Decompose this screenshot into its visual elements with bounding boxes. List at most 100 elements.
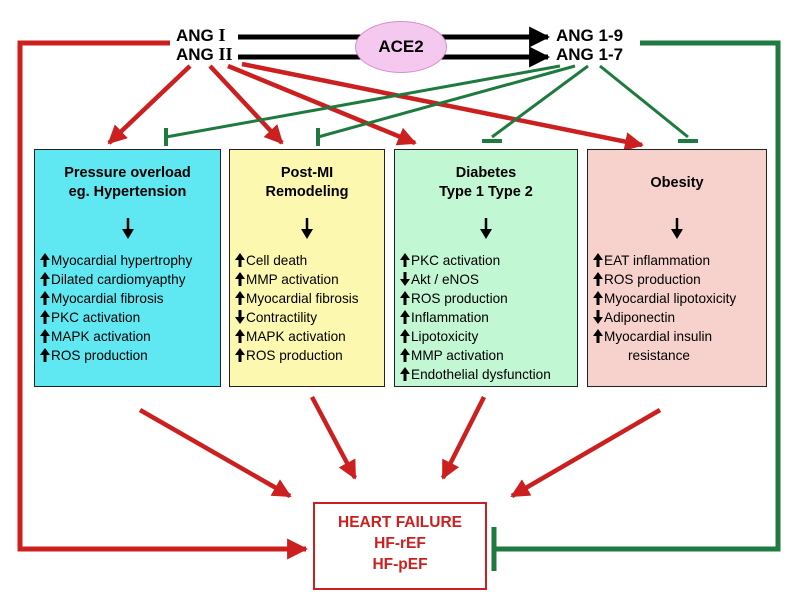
up-arrow-icon [400,346,411,365]
box-postmi-title-line1: Post-MI [280,165,334,181]
up-arrow-icon [400,289,411,308]
green-inhibit-diabetes [491,64,589,139]
red-arrow-to-pressure [107,64,192,145]
red-loop-ang-to-heart-failure [17,40,309,560]
item-text: MAPK activation [246,329,346,344]
list-item: Adiponectin [593,308,764,327]
up-arrow-icon [593,289,604,308]
item-text: Myocardial fibrosis [246,291,359,306]
item-text: MAPK activation [51,329,151,344]
ace2-label: ACE2 [378,37,424,56]
list-item: Dilated cardiomyapthy [40,270,218,289]
box-obesity-title-line1: Obesity [650,175,704,191]
red-arrow-postmi-to-hf [310,395,357,480]
up-arrow-icon [235,270,246,289]
up-arrow-icon [400,308,411,327]
up-arrow-icon [400,327,411,346]
list-item: Cell death [235,251,382,270]
ang17-label: ANG 1-7 [556,45,624,64]
up-arrow-icon [40,327,51,346]
green-inhibit-postmi [317,64,576,139]
ang2-numeral: II [218,44,233,64]
up-arrow-icon [593,327,604,346]
list-item: Myocardial insulin [593,327,764,346]
box-diabetes-items: PKC activation Akt / eNOS ROS production… [400,251,575,384]
green-inhibit-obesity [599,64,689,139]
up-arrow-icon [40,251,51,270]
heart-failure-box: HEART FAILURE HF-rEF HF-pEF [313,502,487,590]
down-arrow-icon [671,218,683,239]
box-diabetes-types: Type 1 Type 2 [395,183,577,202]
item-text: PKC activation [51,310,141,325]
up-arrow-icon [235,289,246,308]
ang2-prefix: ANG [176,45,219,64]
down-arrow-icon [121,218,134,239]
item-text: Akt / eNOS [411,272,479,287]
item-text: Contractility [246,310,318,325]
heart-failure-hfpef: HF-pEF [372,556,428,573]
list-item: Endothelial dysfunction [400,365,575,384]
box-obesity-items: EAT inflammation ROS production Myocardi… [593,251,764,365]
box-post-mi-remodeling: Post-MI Remodeling Cell death MMP activa… [229,149,385,387]
list-item: ROS production [235,346,382,365]
list-item: Myocardial hypertrophy [40,251,218,270]
ang1-numeral: I [218,25,226,45]
up-arrow-icon [593,270,604,289]
up-arrow-icon [235,327,246,346]
item-text: EAT inflammation [604,253,711,268]
item-text: MMP activation [411,348,504,363]
item-text: Myocardial lipotoxicity [604,291,737,306]
item-text: Myocardial hypertrophy [51,253,193,268]
item-text: resistance [628,348,690,363]
red-arrow-pressure-to-hf [138,408,292,498]
diabetes-type-1: Type 1 [439,184,484,200]
down-arrow-icon [400,270,411,289]
list-item: ROS production [400,289,575,308]
up-arrow-icon [400,251,411,270]
list-item: Myocardial fibrosis [40,289,218,308]
up-arrow-icon [400,365,411,384]
red-arrow-to-obesity [241,61,644,151]
heart-failure-hfref: HF-rEF [374,535,426,552]
item-text: ROS production [411,291,508,306]
up-arrow-icon [593,251,604,270]
item-text: ROS production [604,272,701,287]
up-arrow-icon [40,270,51,289]
item-text: MMP activation [246,272,339,287]
down-arrow-icon [593,308,604,327]
item-text: Cell death [246,253,308,268]
box-pressure-items: Myocardial hypertrophy Dilated cardiomya… [40,251,218,365]
item-text: Endothelial dysfunction [411,367,551,382]
red-arrow-diabetes-to-hf [440,395,487,480]
list-item: Myocardial lipotoxicity [593,289,764,308]
item-text: Myocardial fibrosis [51,291,164,306]
item-text: Inflammation [411,310,489,325]
box-diabetes-title-line1: Diabetes [455,165,517,181]
red-arrow-to-diabetes [227,63,417,146]
list-item: PKC activation [400,251,575,270]
up-arrow-icon [235,251,246,270]
list-item: MAPK activation [40,327,218,346]
list-item: Inflammation [400,308,575,327]
red-arrow-obesity-to-hf [510,408,662,498]
list-item: EAT inflammation [593,251,764,270]
list-item: Myocardial fibrosis [235,289,382,308]
item-text: ROS production [246,348,343,363]
up-arrow-icon [40,308,51,327]
ace2-enzyme: ACE2 [355,21,447,73]
list-item: resistance [593,346,764,365]
box-pressure-title: Pressure overload eg. Hypertension [35,164,220,202]
up-arrow-icon [40,346,51,365]
ang19-label: ANG 1-9 [556,26,624,45]
item-text: PKC activation [411,253,501,268]
box-diabetes-title: Diabetes Type 1 Type 2 [395,164,577,202]
item-text: Lipotoxicity [411,329,479,344]
list-item: Contractility [235,308,382,327]
red-arrow-to-postmi [208,64,284,145]
up-arrow-icon [40,289,51,308]
list-item: ROS production [593,270,764,289]
box-obesity: Obesity EAT inflammation ROS production … [587,149,767,387]
item-text: Myocardial insulin [604,329,713,344]
diabetes-type-2: Type 2 [488,184,533,200]
green-inhibit-pressure [165,64,561,139]
